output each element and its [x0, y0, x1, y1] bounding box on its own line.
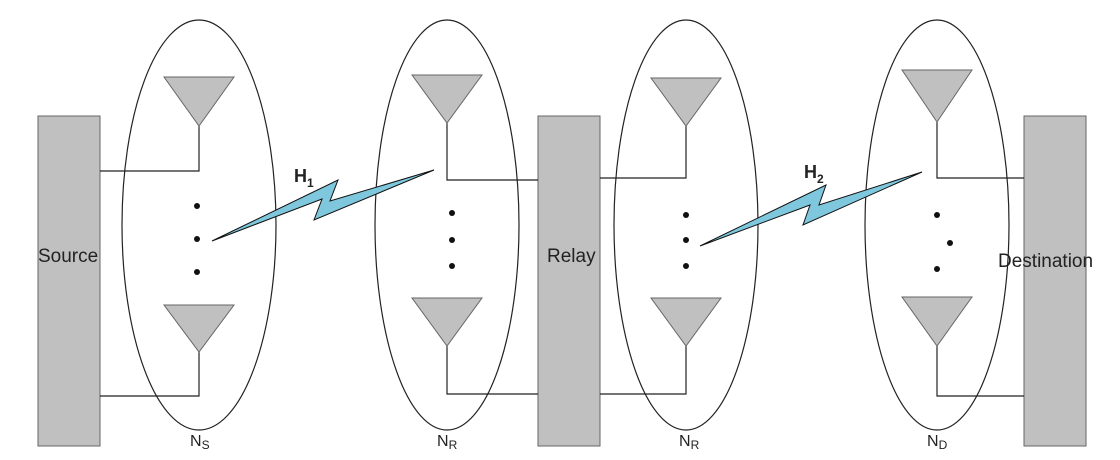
antenna-count-label-source: NS: [190, 433, 210, 452]
antenna-array-ellipses: [121, 19, 1010, 431]
channel-label-h1: H1: [294, 166, 314, 190]
antenna-icon: [411, 74, 483, 124]
antenna-array-relay-tx: [613, 19, 759, 431]
antenna-icon: [163, 304, 235, 353]
antenna-count-label-destination: ND: [927, 433, 948, 452]
relay-label: Relay: [547, 246, 596, 267]
antenna-icon: [901, 296, 973, 347]
relay-tx-wires: [600, 126, 687, 395]
antenna-array-destination: [864, 19, 1010, 431]
source-wires: [100, 126, 200, 397]
relay-rx-wires: [446, 123, 538, 395]
antenna-icon: [411, 297, 483, 347]
antenna-icon: [163, 76, 235, 127]
relay-block: [537, 115, 601, 447]
wireless-link-h2-icon: [699, 171, 923, 247]
antenna-icon: [901, 69, 973, 123]
antenna-count-label-relay-rx: NR: [437, 433, 458, 452]
antenna-array-relay-rx: [374, 19, 520, 431]
antenna-array-source: [121, 19, 277, 431]
source-block: [37, 115, 101, 447]
antenna-icon: [650, 77, 722, 127]
wireless-link-h1-icon: [211, 169, 435, 242]
destination-label: Destination: [998, 251, 1093, 272]
source-label: Source: [38, 246, 98, 267]
destination-wires: [936, 122, 1024, 397]
antennas: [163, 69, 973, 353]
antenna-icon: [650, 297, 722, 347]
channel-label-h2: H2: [804, 162, 824, 186]
destination-block: [1023, 115, 1087, 447]
ellipsis-dots: [194, 203, 953, 275]
antenna-count-label-relay-tx: NR: [679, 433, 700, 452]
